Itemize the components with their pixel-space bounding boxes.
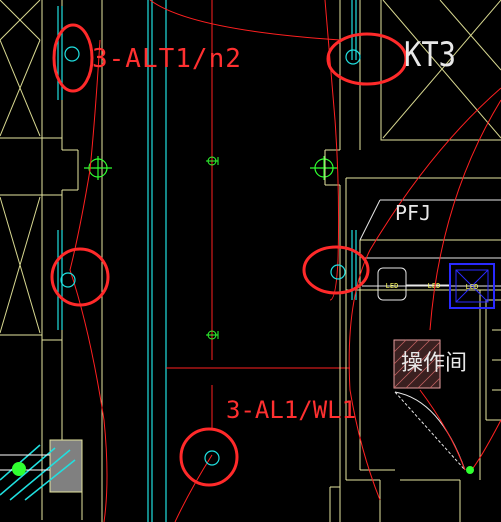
- kt3-label: KT3: [404, 35, 456, 75]
- pfj-room-boundary: [359, 199, 501, 287]
- led-label-1: LED: [386, 282, 399, 290]
- device-symbol-1: [64, 46, 80, 62]
- markup-circle-1: [52, 23, 94, 93]
- pfj-label: PFJ: [395, 201, 431, 225]
- device-symbols: [60, 46, 361, 466]
- led-label-3: LED: [466, 283, 479, 291]
- left-wall-structure: [0, 0, 83, 520]
- center-junction-markers: [206, 156, 219, 340]
- operating-room-box: [393, 339, 441, 389]
- markup-circle-5: [179, 427, 239, 487]
- markup-circle-3: [50, 247, 110, 307]
- led-fixture-1: LED: [377, 267, 407, 301]
- green-node-bottom-right: [466, 466, 474, 474]
- column-top-right: [380, 0, 501, 141]
- device-symbol-5: [204, 450, 220, 466]
- device-symbol-3: [60, 272, 76, 288]
- markup-circles: [50, 23, 408, 487]
- device-symbol-4: [330, 264, 346, 280]
- circuit-label-top: 3-ALT1/n2: [92, 44, 242, 74]
- circuit-label-bottom: 3-AL1/WL1: [226, 396, 356, 424]
- green-node-bottom-left: [12, 462, 26, 476]
- breaker-symbol-left: [84, 156, 112, 180]
- led-label-2: LED: [428, 282, 441, 290]
- markup-circle-4: [302, 245, 370, 295]
- led-fixture-3: LED: [449, 263, 495, 309]
- device-symbol-2: [345, 49, 361, 65]
- bottom-left-hatch: [0, 439, 83, 501]
- room-label: 操作间: [401, 351, 467, 376]
- led-fixture-2: LED: [406, 282, 450, 290]
- right-wall-structure: [324, 0, 501, 522]
- markup-circle-2: [326, 32, 408, 86]
- corridor-lines: [101, 0, 350, 522]
- breaker-symbol-right: [310, 156, 338, 180]
